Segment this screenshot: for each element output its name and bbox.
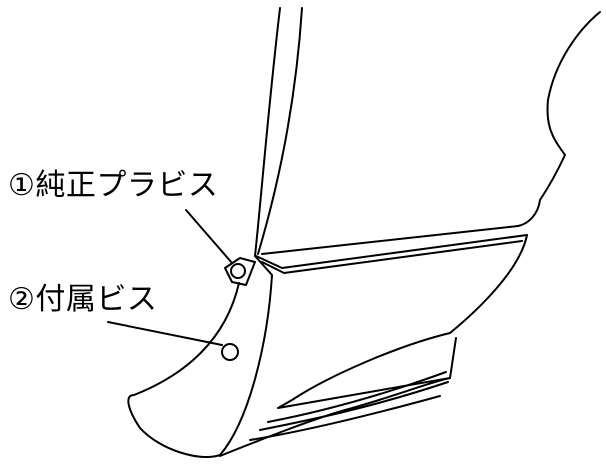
flap-top-edge [255,234,528,269]
panel-outer-edge [127,7,281,458]
step-groove-3 [267,371,447,423]
step-outline [277,332,457,409]
step-groove-2 [249,395,441,441]
panel-inner-edge [257,7,303,255]
flap-top-edge-inner [261,240,523,274]
screw-2-hole [221,343,239,361]
callout-label-included-screw: ②付属ビス [8,282,158,317]
flap-upper-seam [261,225,519,255]
flap-right-edge [449,234,528,334]
step-groove-1 [259,381,449,431]
leader-line-1 [185,209,233,264]
leader-line-2 [107,321,223,346]
screw-1-bracket [224,257,256,286]
callout-label-oem-plastic-screw: ①純正プラビス [8,168,219,203]
body-side-curve [517,11,601,227]
screw-1-hole [230,263,246,279]
step-lower-line [219,377,451,457]
